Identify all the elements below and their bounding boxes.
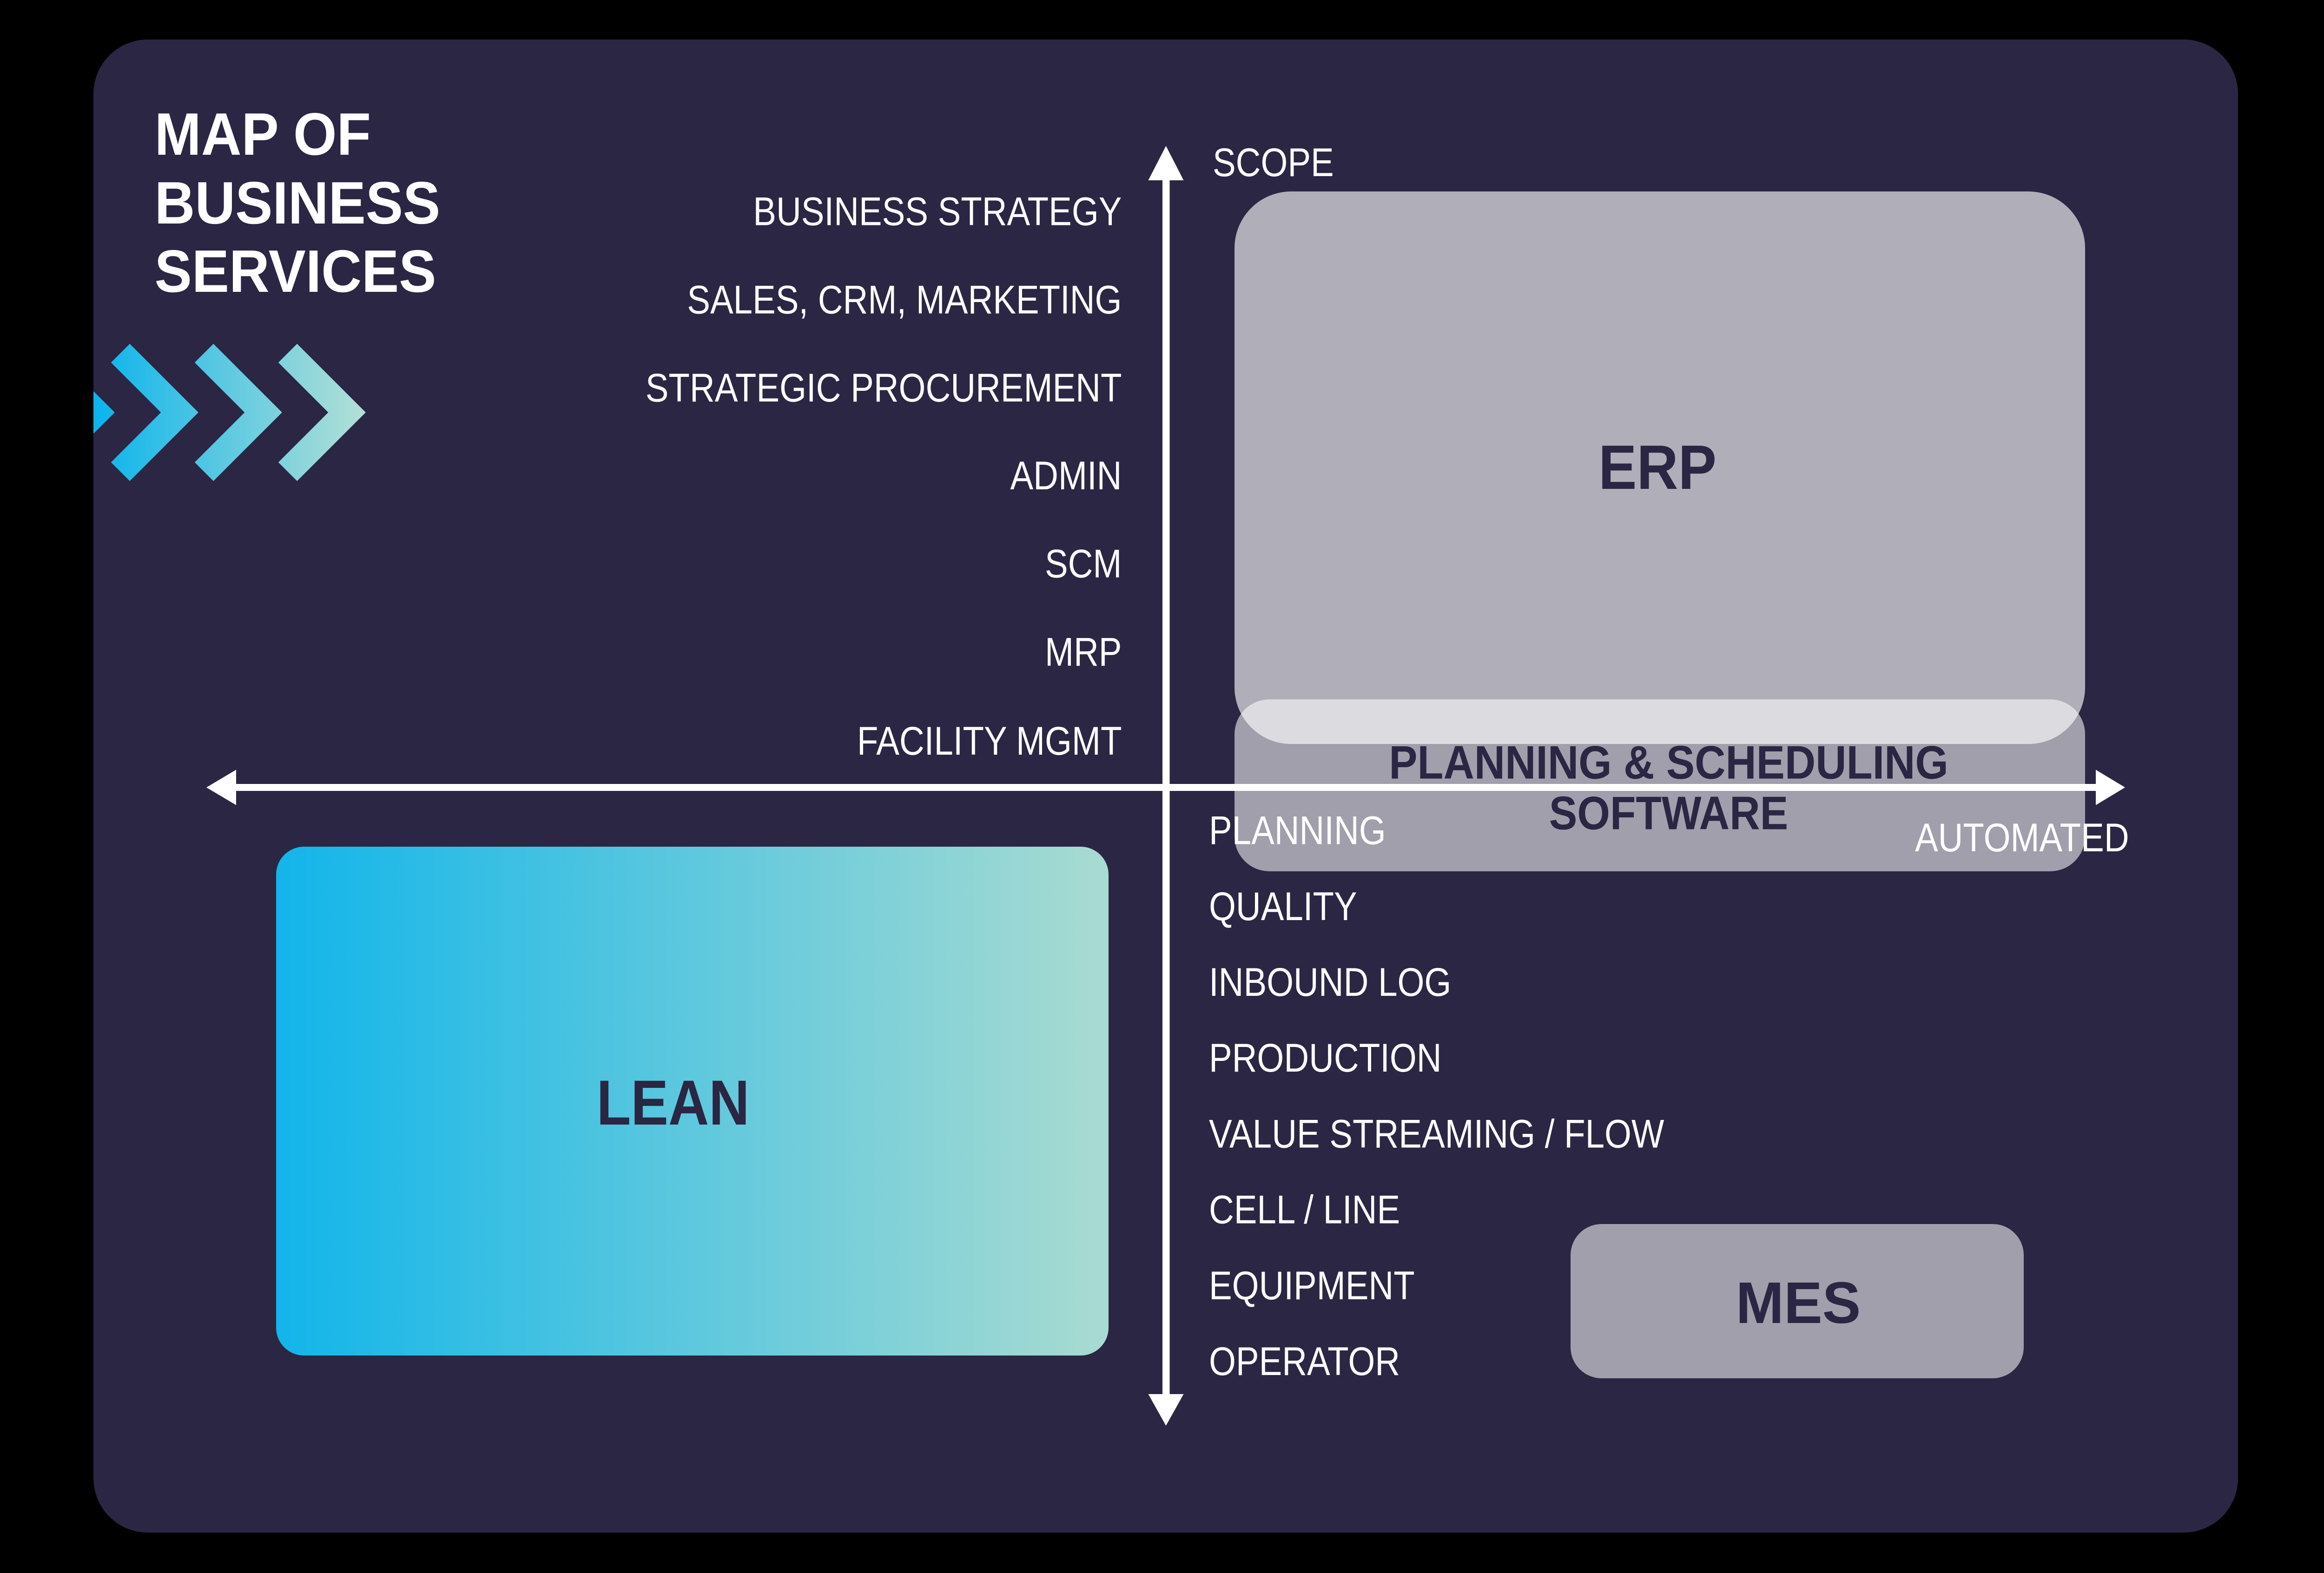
svg-text:SERVICES: SERVICES (155, 238, 436, 305)
svg-text:SCM: SCM (1045, 542, 1122, 586)
svg-text:AUTOMATED: AUTOMATED (1915, 816, 2129, 860)
svg-text:EQUIPMENT: EQUIPMENT (1209, 1264, 1415, 1308)
svg-text:CELL / LINE: CELL / LINE (1209, 1188, 1400, 1232)
svg-text:INBOUND LOG: INBOUND LOG (1209, 960, 1451, 1005)
svg-text:FACILITY MGMT: FACILITY MGMT (857, 719, 1122, 763)
svg-text:PLANNING & SCHEDULING: PLANNING & SCHEDULING (1389, 737, 1948, 789)
svg-text:MAP OF: MAP OF (155, 101, 371, 168)
svg-text:BUSINESS STRATEGY: BUSINESS STRATEGY (753, 190, 1122, 234)
svg-text:SCOPE: SCOPE (1213, 140, 1334, 185)
svg-text:SOFTWARE: SOFTWARE (1549, 787, 1788, 840)
svg-text:ERP: ERP (1598, 433, 1717, 502)
svg-text:OPERATOR: OPERATOR (1209, 1339, 1400, 1384)
svg-text:BUSINESS: BUSINESS (155, 170, 441, 237)
svg-text:PLANNING: PLANNING (1209, 809, 1386, 853)
svg-text:SALES, CRM, MARKETING: SALES, CRM, MARKETING (687, 277, 1122, 322)
svg-text:STRATEGIC PROCUREMENT: STRATEGIC PROCUREMENT (646, 366, 1122, 410)
svg-text:MRP: MRP (1045, 630, 1122, 675)
svg-text:VALUE STREAMING / FLOW: VALUE STREAMING / FLOW (1209, 1112, 1664, 1156)
svg-text:MES: MES (1736, 1270, 1861, 1336)
svg-text:PRODUCTION: PRODUCTION (1209, 1036, 1442, 1080)
svg-text:QUALITY: QUALITY (1209, 884, 1357, 929)
svg-text:ADMIN: ADMIN (1010, 454, 1122, 498)
svg-text:LEAN: LEAN (597, 1067, 750, 1139)
